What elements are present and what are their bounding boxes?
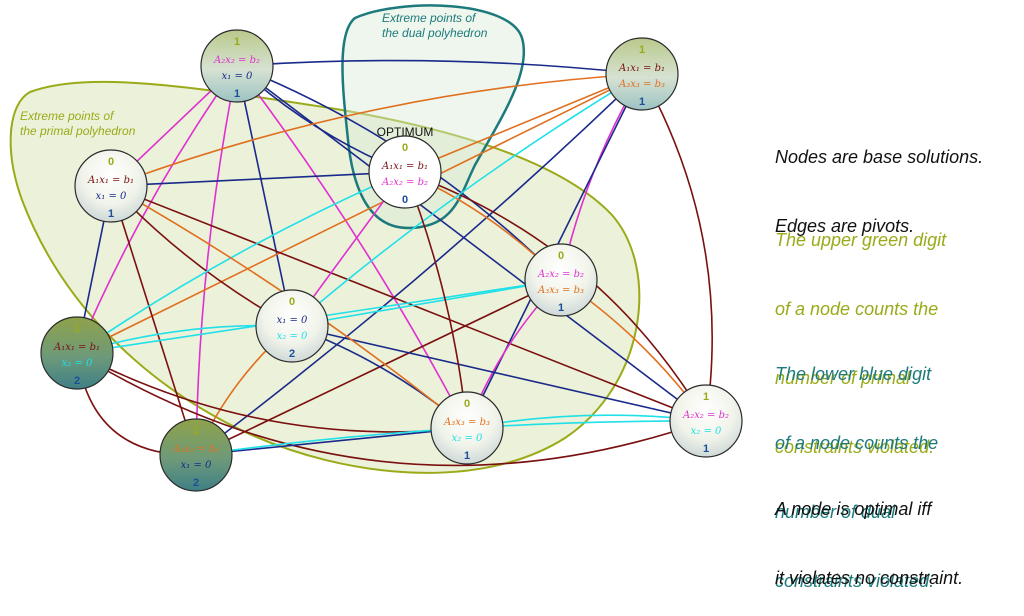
primal-violation-count: 0 <box>402 142 408 154</box>
primal-violation-count: 1 <box>193 425 199 437</box>
node-constraint-equation: x₁ = 0 <box>277 315 308 326</box>
pivot-edge-n1-n7 <box>76 65 238 354</box>
legend-line: A node is optimal iff <box>775 499 932 519</box>
node-circle <box>669 384 743 458</box>
primal-violation-count: 1 <box>703 391 709 403</box>
pivot-edge-n6-n9 <box>291 325 707 422</box>
legend-line: The lower blue digit <box>775 364 932 384</box>
node-constraint-equation: x₁ = 0 <box>96 191 127 202</box>
optimum-label: OPTIMUM <box>377 125 434 139</box>
node-circle <box>524 243 598 317</box>
legend-line: of a node counts the <box>775 299 939 319</box>
primal-violation-count: 0 <box>464 398 470 410</box>
legend-line: of a node counts the <box>775 433 939 453</box>
node-circle <box>255 289 329 363</box>
node-constraint-equation: A₂x₂ = b₂ <box>381 177 428 188</box>
primal-region-label-line2: the primal polyhedron <box>20 124 136 138</box>
base-solution-node: 0 x₁ = 0 x₂ = 0 2 <box>255 289 329 363</box>
pivot-edge-n1-n2 <box>236 59 643 75</box>
legend-paragraph-1: Nodes are base solutions. Edges are pivo… <box>775 100 1024 261</box>
node-constraint-equation: A₃x₃ = b₃ <box>443 417 490 428</box>
pivot-edge-opt-n7 <box>76 171 406 354</box>
primal-violation-count: 0 <box>108 156 114 168</box>
dual-violation-count: 1 <box>639 96 645 108</box>
legend-line: Edges are pivots. <box>775 216 915 236</box>
dual-violation-count: 2 <box>74 375 80 387</box>
dual-violation-count: 2 <box>193 477 199 489</box>
node-constraint-equation: A₃x₃ = b₃ <box>537 285 584 296</box>
legend-line: The upper green digit <box>775 230 947 250</box>
primal-violation-count: 0 <box>289 296 295 308</box>
pivot-edge-n2-n10 <box>195 73 643 456</box>
node-constraint-equation: x₂ = 0 <box>691 426 722 437</box>
node-constraint-equation: x₂ = 0 <box>452 433 483 444</box>
pivot-edge-n2-n7 <box>76 73 643 354</box>
node-circle <box>74 149 148 223</box>
node-circle <box>40 316 114 390</box>
primal-violation-count: 0 <box>558 250 564 262</box>
pivot-graph-diagram: Extreme points of the primal polyhedron … <box>9 4 743 492</box>
dual-violation-count: 1 <box>464 450 470 462</box>
node-constraint-equation: A₂x₂ = b₂ <box>537 269 584 280</box>
node-constraint-equation: A₃x₃ = b₃ <box>618 79 665 90</box>
node-circle <box>605 37 679 111</box>
legend-line: it violates no constraint. <box>775 568 964 588</box>
dual-violation-count: 1 <box>703 443 709 455</box>
node-constraint-equation: x₂ = 0 <box>62 358 93 369</box>
node-circle <box>200 29 274 103</box>
primal-violation-count: 1 <box>74 323 80 335</box>
dual-violation-count: 1 <box>558 302 564 314</box>
pivot-edge-n7-n9 <box>76 352 707 467</box>
pivot-edge-n2-n6 <box>291 73 643 327</box>
node-circle <box>159 418 233 492</box>
legend-line: number of dual <box>775 502 896 522</box>
node-constraint-equation: A₁x₁ = b₁ <box>53 342 100 353</box>
pivot-edge-n1-n8 <box>236 65 468 429</box>
node-constraint-equation: A₃x₃ = b₃ <box>172 444 219 455</box>
dual-region-label-line1: Extreme points of <box>382 11 477 25</box>
node-circle <box>368 135 442 209</box>
pivot-edge-n1-n9 <box>236 65 707 422</box>
node-constraint-equation: x₁ = 0 <box>181 460 212 471</box>
dual-violation-count: 1 <box>234 88 240 100</box>
node-circle <box>430 391 504 465</box>
primal-violation-count: 1 <box>234 36 240 48</box>
dual-violation-count: 0 <box>402 194 408 206</box>
node-constraint-equation: x₂ = 0 <box>277 331 308 342</box>
legend-paragraph-4: A node is optimal iff it violates no con… <box>775 452 1024 613</box>
legend-line: Nodes are base solutions. <box>775 147 984 167</box>
dual-violation-count: 2 <box>289 348 295 360</box>
dual-region-label-line2: the dual polyhedron <box>382 26 488 40</box>
legend-line: constraints violated. <box>775 437 935 457</box>
legend-line: number of primal <box>775 368 911 388</box>
pivot-edge-n2-n9 <box>641 73 713 422</box>
node-constraint-equation: A₁x₁ = b₁ <box>618 63 665 74</box>
node-constraint-equation: x₁ = 0 <box>222 71 253 82</box>
pivot-edge-n3-opt <box>110 171 406 187</box>
pivot-edge-n2-n3 <box>110 73 643 187</box>
dual-violation-count: 1 <box>108 208 114 220</box>
legend-paragraph-2: The upper green digit of a node counts t… <box>775 183 1024 482</box>
node-constraint-equation: A₁x₁ = b₁ <box>381 161 428 172</box>
primal-violation-count: 1 <box>639 44 645 56</box>
primal-region-label-line1: Extreme points of <box>20 109 115 123</box>
node-constraint-equation: A₂x₂ = b₂ <box>213 55 260 66</box>
node-constraint-equation: A₁x₁ = b₁ <box>87 175 134 186</box>
node-constraint-equation: A₂x₂ = b₂ <box>682 410 729 421</box>
primal-region: Extreme points of the primal polyhedron <box>9 80 641 474</box>
